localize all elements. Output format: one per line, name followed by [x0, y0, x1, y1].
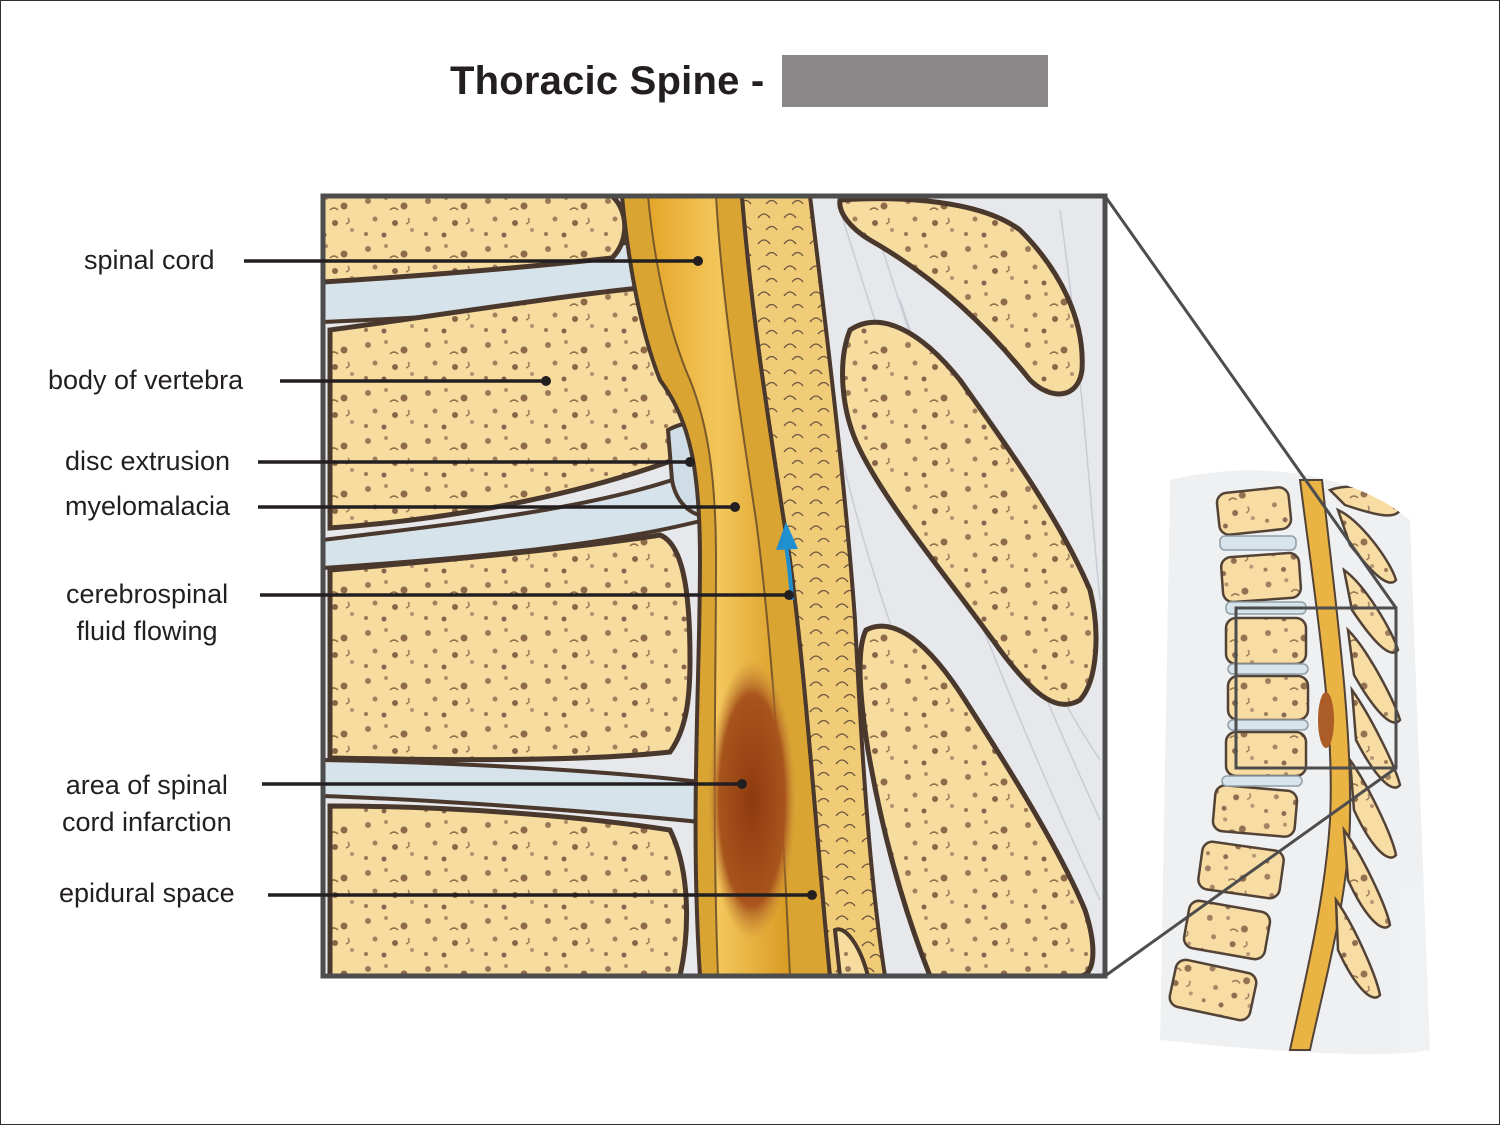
overview-spine: [1160, 470, 1430, 1055]
label-spinal-cord: spinal cord: [84, 245, 215, 275]
csf-arrowhead: [776, 522, 798, 550]
spinous-process: [857, 623, 1096, 976]
label-disc-extrusion: disc extrusion: [65, 446, 231, 476]
label-myelomalacia: myelomalacia: [65, 491, 231, 521]
inset-detail: [323, 196, 1105, 976]
inset-border: [320, 193, 1108, 979]
label-body-of-vertebra: body of vertebra: [48, 365, 244, 395]
leader-dots: [541, 256, 817, 900]
label-cerebrospinal-fluid: cerebrospinal fluid flowing: [66, 579, 229, 646]
zoom-connector-line: [1104, 766, 1397, 978]
epidural-space: [739, 196, 888, 976]
label-spinal-cord-infarction: area of spinal cord infarction: [62, 770, 232, 837]
label-epidural-space: epidural space: [59, 878, 235, 908]
overview-zoom-box: [1234, 606, 1398, 770]
vertebral-body: [327, 532, 693, 763]
page-title: Thoracic Spine -: [450, 58, 765, 103]
infarct-area: [708, 660, 796, 940]
zoom-connector-line: [1103, 195, 1398, 609]
title-row: Thoracic Spine -: [450, 55, 1049, 107]
spinous-process: [837, 196, 1085, 397]
vertebral-body: [327, 803, 690, 976]
leader-lines: [244, 259, 812, 897]
spinous-process: [840, 319, 1099, 707]
redacted-title-box: [782, 55, 1049, 107]
